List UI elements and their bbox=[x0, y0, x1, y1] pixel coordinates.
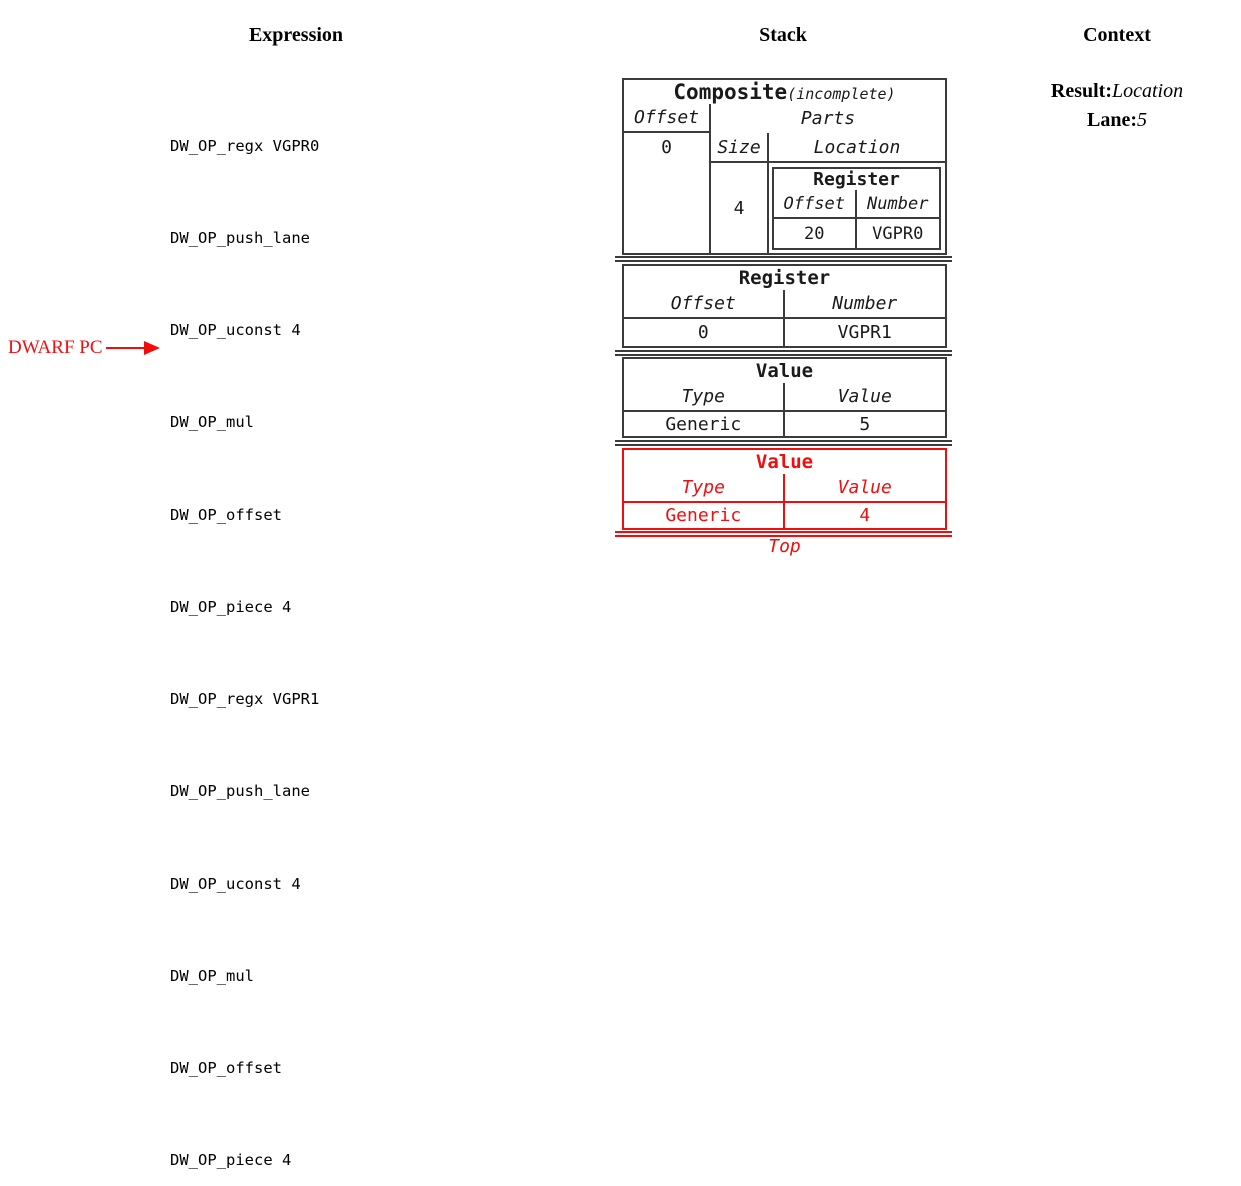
instruction: DW_OP_piece 4 bbox=[170, 1151, 292, 1170]
value-value-value: 4 bbox=[859, 505, 871, 526]
register-number-value: VGPR1 bbox=[837, 322, 892, 343]
stack-column-title: Stack bbox=[759, 24, 807, 46]
instruction: DW_OP_offset bbox=[170, 1059, 282, 1077]
instruction: DW_OP_mul bbox=[170, 966, 254, 985]
value-type-value: Generic bbox=[624, 503, 785, 528]
instruction: DW_OP_uconst 4 bbox=[170, 874, 301, 893]
composite-parts-header: Parts bbox=[800, 108, 856, 129]
instruction: DW_OP_regx VGPR1 bbox=[170, 690, 320, 708]
context-lane-line: Lane:5 bbox=[1017, 106, 1217, 135]
composite-part-size-value: 4 bbox=[711, 163, 769, 253]
register-offset-value: 0 bbox=[624, 319, 785, 346]
instruction: DW_OP_push_lane bbox=[170, 782, 310, 801]
dwarf-pc-arrow-line bbox=[106, 347, 146, 349]
instruction: DW_OP_piece 4 bbox=[170, 597, 292, 616]
composite-size-header: Size bbox=[711, 133, 769, 163]
context-column-title: Context bbox=[1083, 24, 1151, 46]
nested-register-offset-header: Offset bbox=[774, 190, 857, 217]
register-title: Register bbox=[738, 267, 831, 289]
value-value-header: Value bbox=[837, 477, 892, 498]
dwarf-pc-label: DWARF PC bbox=[8, 337, 103, 358]
value-value-header: Value bbox=[837, 386, 892, 407]
value-title: Value bbox=[755, 360, 814, 382]
stack-entry-register: Register Offset Number 0 VGPR1 bbox=[622, 264, 947, 348]
stack-separator bbox=[615, 440, 952, 446]
composite-part-location-cell: Register Offset Number 20 VGPR0 bbox=[769, 163, 945, 253]
context-result-line: Result:Location bbox=[1017, 77, 1217, 106]
stack-entry-composite: Composite(incomplete) Offset 0 Parts Siz… bbox=[622, 78, 947, 255]
composite-qualifier: (incomplete) bbox=[787, 85, 896, 103]
stack-entry-value: Value Type Value Generic 5 bbox=[622, 357, 947, 438]
expression-column-title: Expression bbox=[248, 24, 344, 46]
instruction: DW_OP_offset bbox=[170, 505, 282, 524]
register-offset-header: Offset bbox=[624, 290, 785, 317]
stack-separator bbox=[615, 256, 952, 262]
context-block: Result:Location Lane:5 bbox=[1017, 77, 1217, 134]
instruction: DW_OP_uconst 4 bbox=[170, 321, 301, 339]
stack-entry-value-highlighted: Value Type Value Generic 4 bbox=[622, 448, 947, 530]
value-type-header: Type bbox=[624, 474, 785, 501]
value-value-value: 5 bbox=[859, 413, 871, 435]
stack-top-label: Top bbox=[768, 536, 801, 557]
register-number-header: Number bbox=[832, 293, 898, 314]
composite-offset-value: 0 bbox=[661, 136, 672, 158]
lane-label: Lane: bbox=[1087, 108, 1137, 131]
value-title: Value bbox=[755, 451, 814, 473]
instruction: DW_OP_push_lane bbox=[170, 228, 310, 247]
lane-value: 5 bbox=[1137, 108, 1147, 131]
value-type-value: Generic bbox=[624, 412, 785, 436]
composite-location-header: Location bbox=[769, 133, 945, 163]
result-value: Location bbox=[1111, 80, 1184, 102]
instruction: DW_OP_mul bbox=[170, 413, 254, 432]
nested-register-number-header: Number bbox=[867, 193, 929, 214]
nested-register-number-value: VGPR0 bbox=[872, 223, 924, 244]
stack-separator bbox=[615, 350, 952, 356]
nested-register-table: Register Offset Number 20 VGPR0 bbox=[772, 167, 941, 250]
dwarf-pc-arrow-icon bbox=[144, 341, 160, 355]
instruction: DW_OP_regx VGPR0 bbox=[170, 136, 320, 155]
nested-register-offset-value: 20 bbox=[774, 219, 857, 248]
composite-offset-header: Offset bbox=[624, 104, 709, 133]
composite-title: Composite bbox=[673, 80, 788, 104]
result-label: Result: bbox=[1050, 80, 1112, 102]
expression-instruction-list: DW_OP_regx VGPR0 DW_OP_push_lane DW_OP_u… bbox=[170, 69, 319, 1186]
value-type-header: Type bbox=[624, 383, 785, 410]
stack-top-separator bbox=[615, 531, 952, 537]
composite-header: Composite(incomplete) bbox=[624, 80, 945, 104]
nested-register-title: Register bbox=[813, 169, 900, 190]
